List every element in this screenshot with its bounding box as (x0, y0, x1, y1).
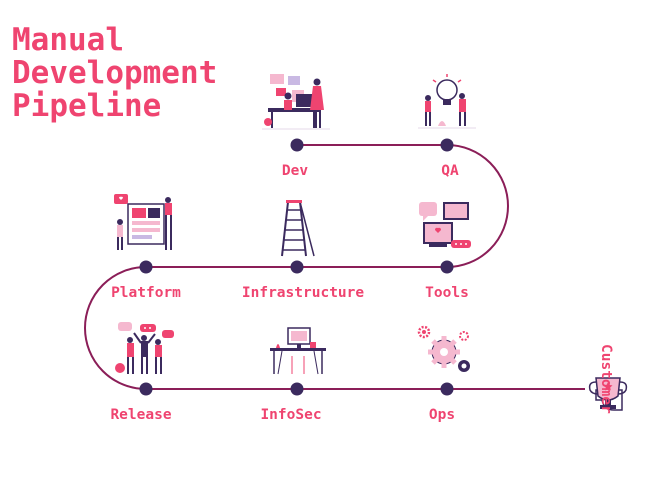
node-infosec (290, 382, 304, 396)
node-release (139, 382, 153, 396)
stage-label-customer: Customer (598, 344, 614, 414)
stage-label-dev: Dev (281, 163, 309, 179)
idea-lightbulb-illustration (418, 74, 476, 129)
title-line-3: Pipeline (12, 88, 162, 124)
page-title: Manual Development Pipeline (12, 24, 217, 123)
stage-label-qa: QA (441, 163, 459, 179)
stage-label-release: Release (110, 407, 172, 423)
node-qa (440, 138, 454, 152)
stage-label-ops: Ops (428, 407, 456, 423)
dashboard-board-illustration (114, 194, 172, 250)
gears-illustration (417, 325, 470, 372)
node-tools (440, 260, 454, 274)
node-platform (139, 260, 153, 274)
stage-label-infosec: InfoSec (260, 407, 322, 423)
chat-devices-illustration (419, 202, 471, 248)
ladder-illustration (281, 200, 315, 257)
stage-label-tools: Tools (425, 285, 469, 301)
node-dev (290, 138, 304, 152)
team-working-at-desk-illustration (262, 74, 330, 130)
workstation-desk-illustration (270, 327, 326, 375)
stage-label-platform: Platform (111, 285, 181, 301)
title-line-1: Manual (12, 22, 124, 58)
node-ops (440, 382, 454, 396)
trophy-icon (588, 377, 628, 411)
title-line-2: Development (12, 55, 218, 91)
team-celebrating-illustration (115, 322, 174, 374)
node-infrastructure (290, 260, 304, 274)
stage-label-infrastructure: Infrastructure (241, 285, 365, 301)
